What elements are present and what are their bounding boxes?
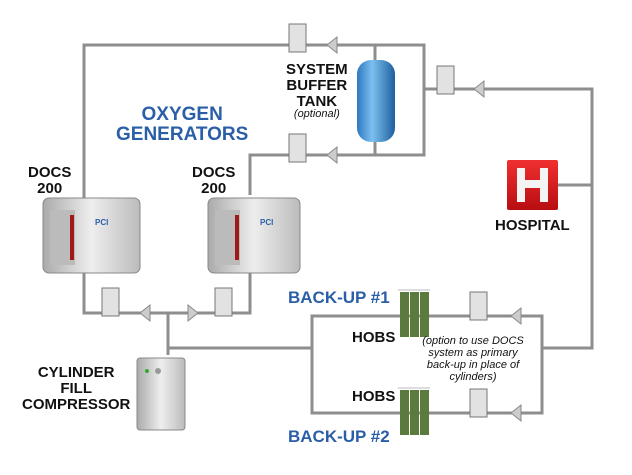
hobs-1-label: HOBS	[352, 329, 396, 346]
backup-1-label: BACK-UP #1	[288, 288, 390, 307]
check-valve-icon	[510, 306, 522, 326]
check-valves	[139, 35, 522, 423]
brand-logo: PCI	[260, 218, 274, 227]
hospital-icon	[507, 160, 558, 210]
hobs-2-icon	[398, 387, 430, 435]
buffer-tank-icon	[357, 60, 395, 142]
valve-gauge-icon	[101, 287, 120, 317]
check-valve-icon	[473, 79, 485, 99]
check-valve-icon	[139, 303, 151, 323]
check-valve-icon	[187, 303, 199, 323]
backup-2-label: BACK-UP #2	[288, 427, 390, 446]
valve-gauge-icon	[469, 291, 488, 321]
valves	[101, 23, 488, 418]
hospital-label: HOSPITAL	[495, 217, 570, 234]
valve-gauge-icon	[469, 388, 488, 418]
generator-1-icon	[42, 197, 141, 274]
valve-gauge-icon	[288, 23, 307, 53]
valve-gauge-icon	[214, 287, 233, 317]
hobs-1-icon	[398, 289, 430, 337]
compressor-icon	[136, 357, 186, 431]
hobs-2-label: HOBS	[352, 388, 396, 405]
check-valve-icon	[510, 403, 522, 423]
valve-gauge-icon	[288, 133, 307, 163]
check-valve-icon	[326, 35, 338, 55]
generator-2-icon	[207, 197, 301, 274]
brand-logo: PCI	[95, 218, 109, 227]
valve-gauge-icon	[436, 65, 455, 95]
pipes	[82, 43, 594, 415]
check-valve-icon	[326, 145, 338, 165]
